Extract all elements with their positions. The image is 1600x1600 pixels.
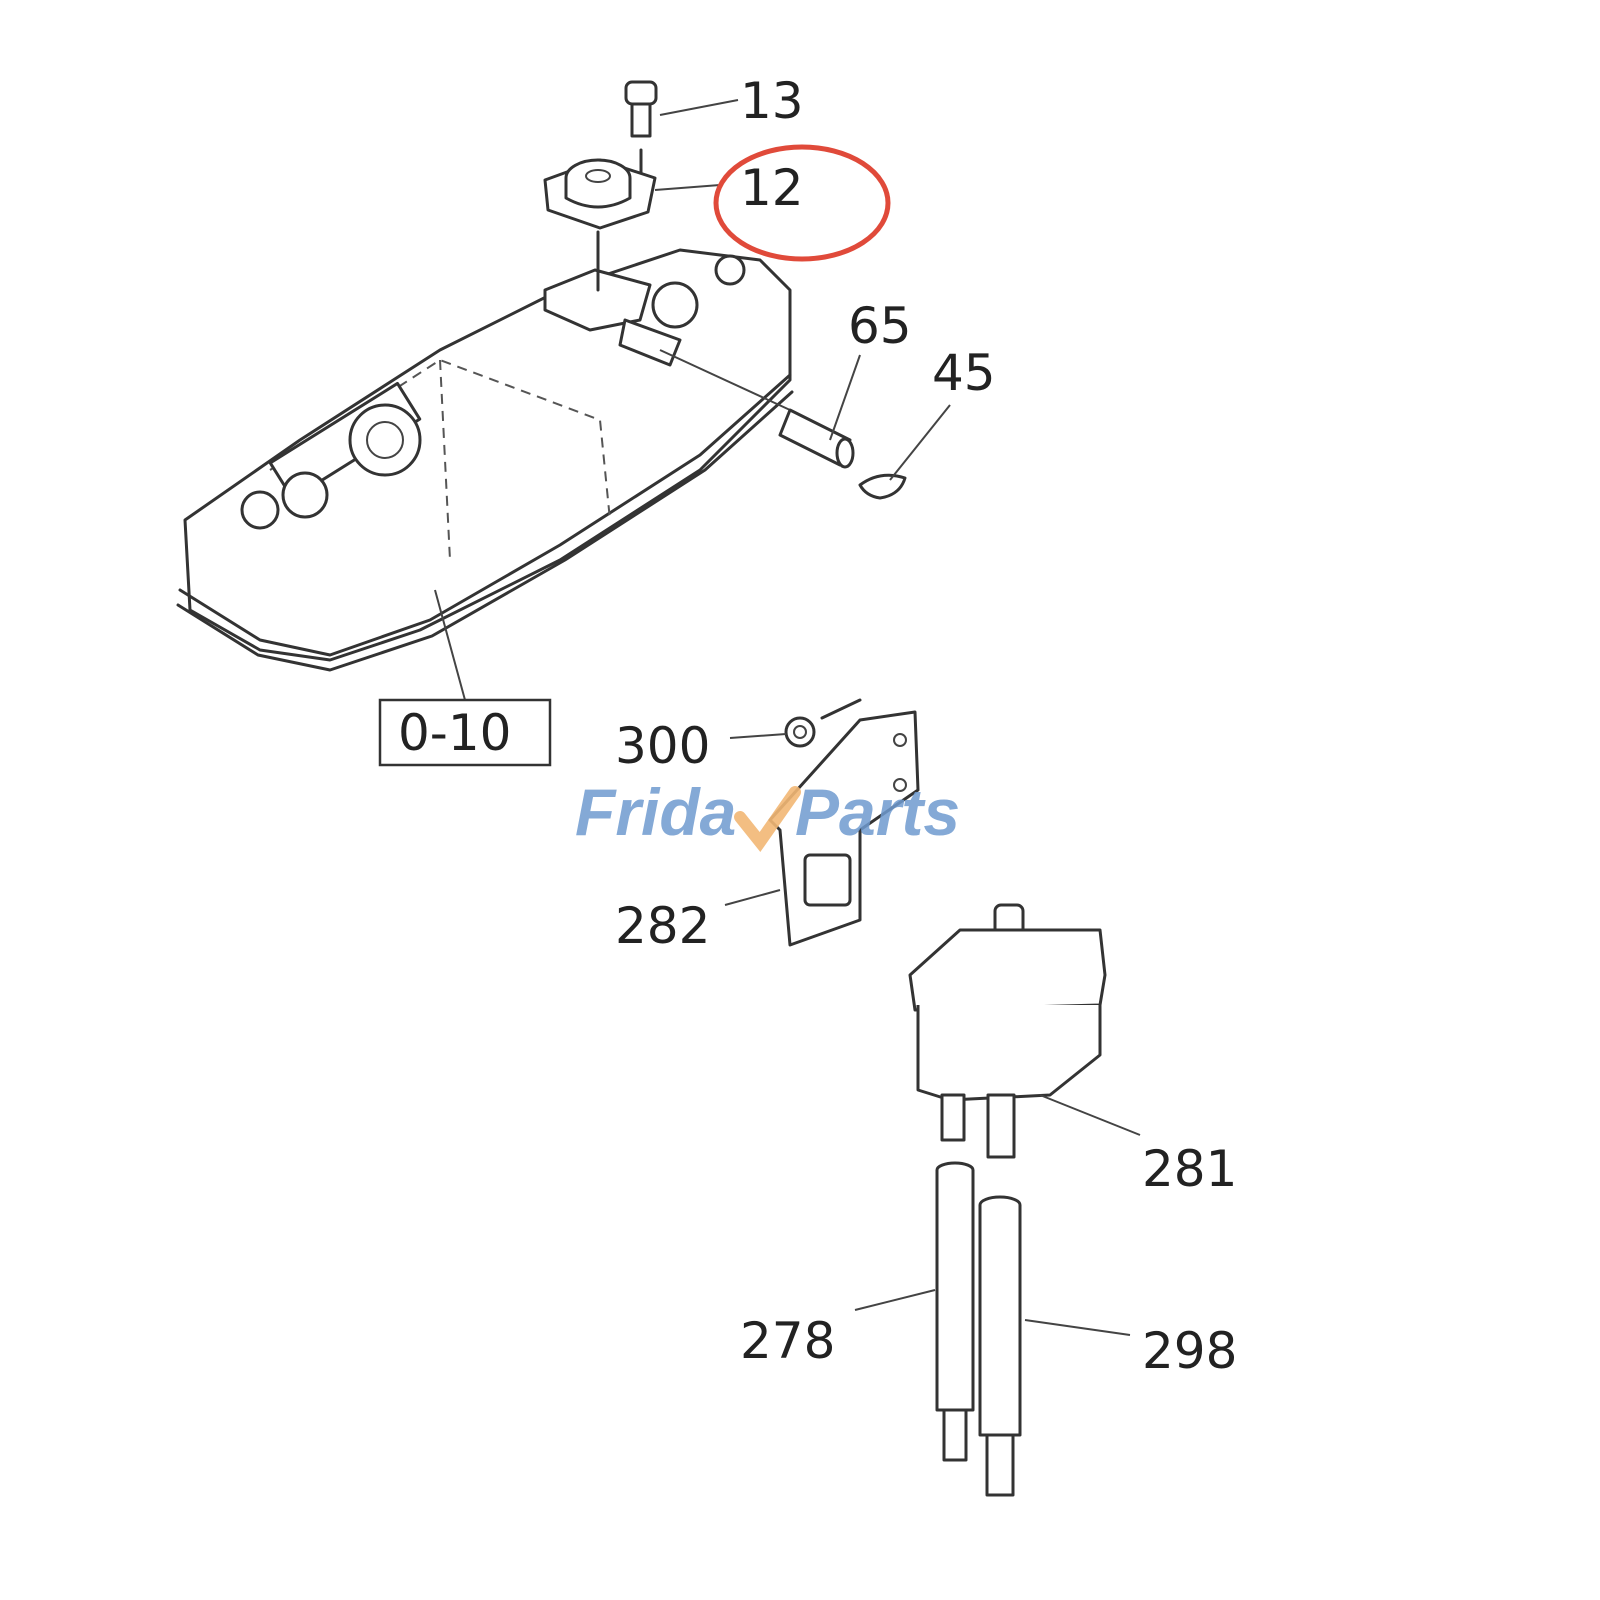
svg-text:Parts: Parts: [795, 775, 960, 849]
part-300-nut: [784, 698, 862, 748]
label-0-10: 0-10: [398, 704, 511, 762]
part-278-tube: [935, 1161, 975, 1462]
label-65: 65: [848, 297, 912, 355]
part-298-tube: [978, 1195, 1022, 1497]
valve-cover: [176, 248, 794, 672]
svg-text:Frida: Frida: [575, 775, 736, 849]
label-box-0-10: [378, 698, 552, 767]
label-282: 282: [615, 897, 710, 955]
label-300: 300: [615, 717, 710, 775]
part-45-clip: [858, 473, 907, 500]
part-65-pin: [659, 349, 855, 469]
part-13-bolt: [624, 80, 658, 187]
leader-lines: [434, 99, 1141, 1336]
label-281: 281: [1142, 1140, 1237, 1198]
part-282-bracket: [768, 710, 920, 947]
label-298: 298: [1142, 1322, 1237, 1380]
label-278: 278: [740, 1312, 835, 1370]
label-45: 45: [932, 344, 996, 402]
fridayparts-watermark-logo: Frida Parts: [575, 775, 960, 853]
part-281-reservoir: [908, 903, 1107, 1159]
label-12: 12: [740, 159, 804, 217]
label-13: 13: [740, 72, 804, 130]
highlight-circle: [713, 144, 891, 262]
part-12-cap: [543, 158, 657, 292]
